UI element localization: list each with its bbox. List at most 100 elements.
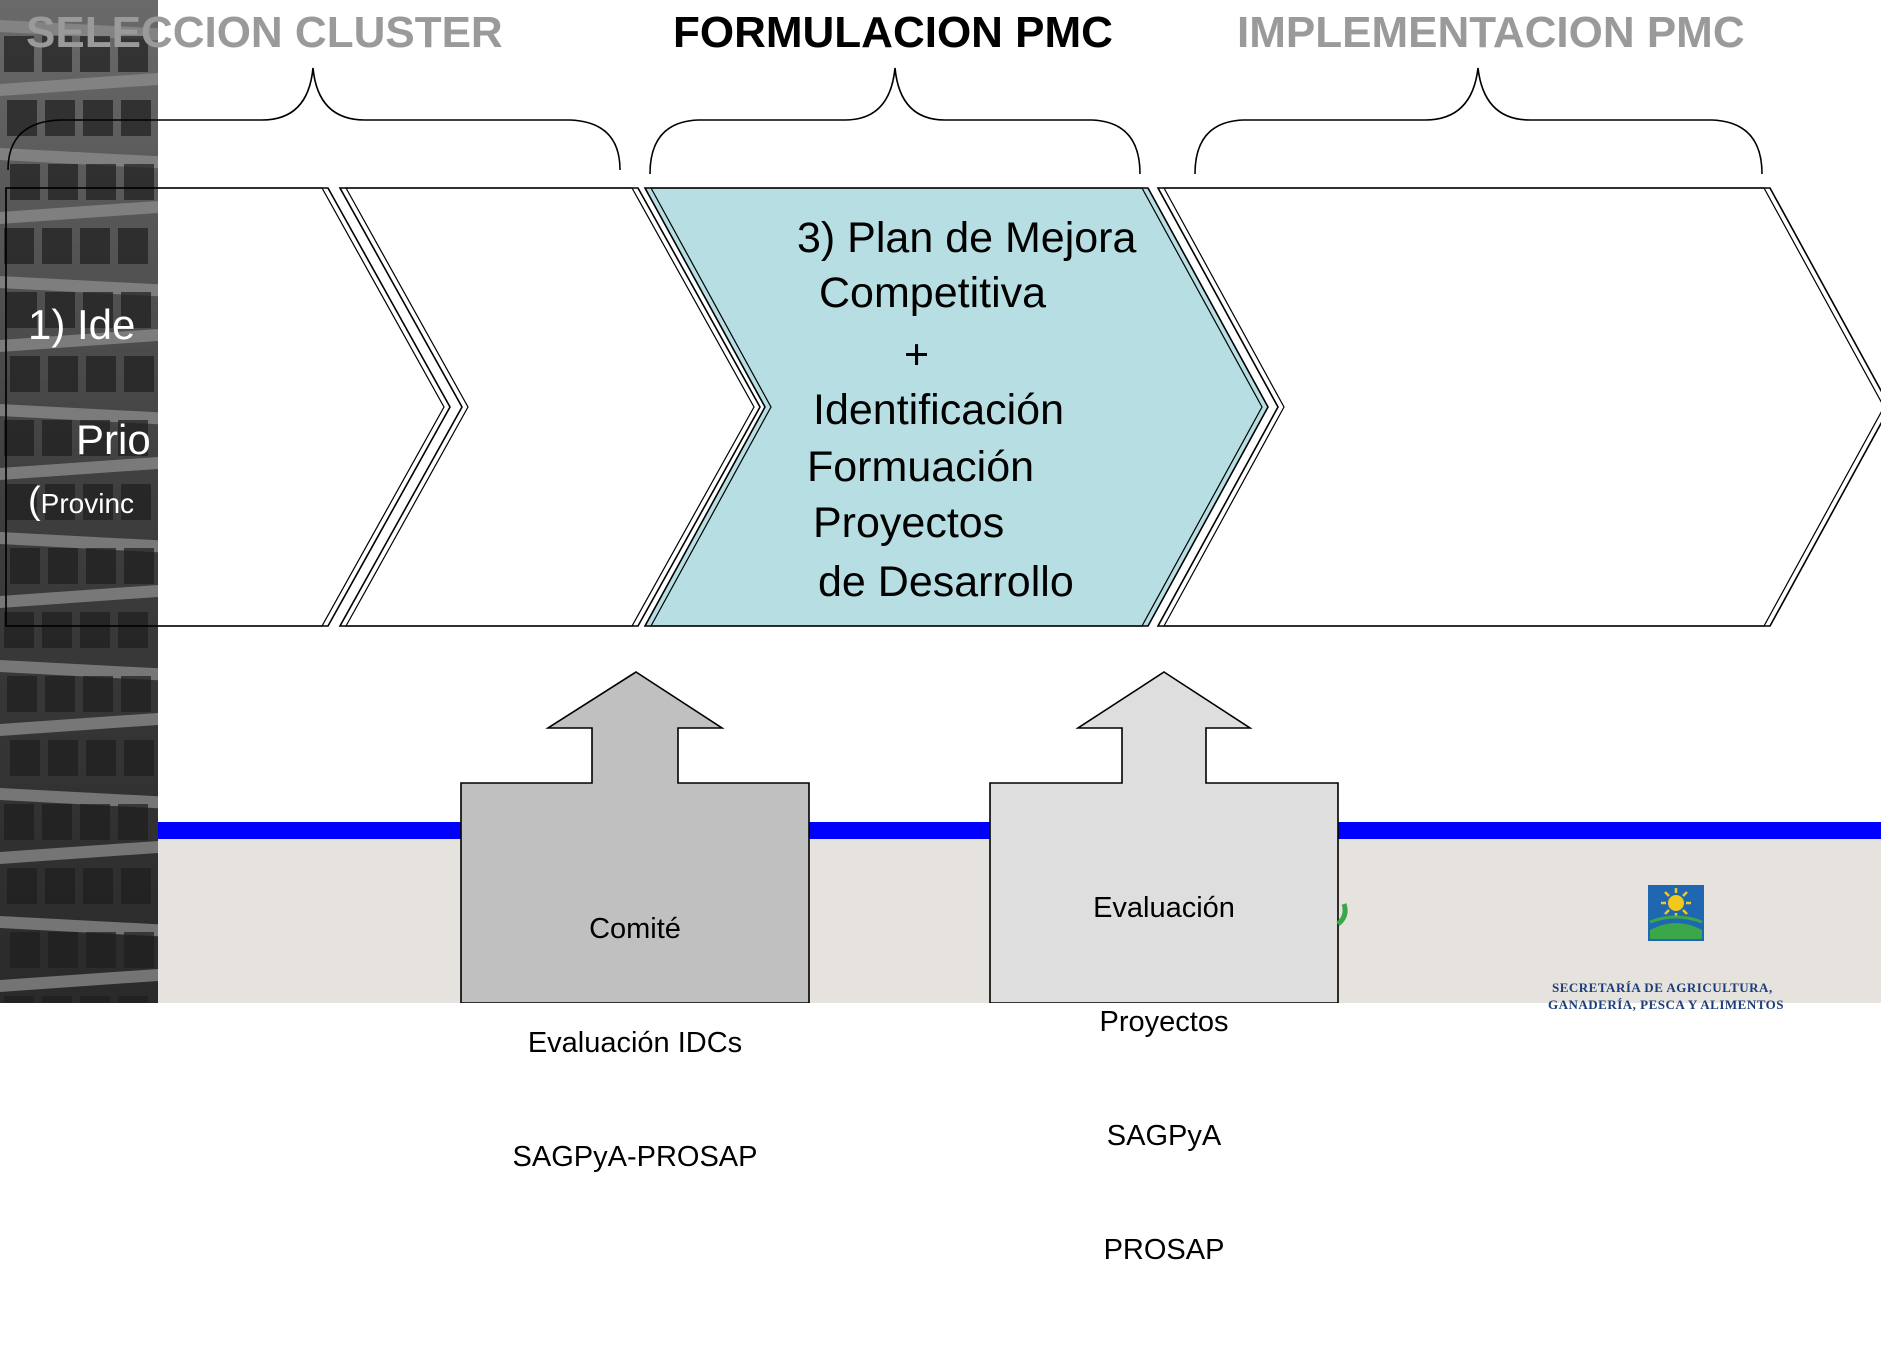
photo-box (48, 356, 78, 392)
photo-shelf (0, 712, 158, 736)
photo-shelf (0, 532, 158, 553)
step3-line5: Formuación (807, 443, 1035, 491)
step3-line1: 3) Plan de Mejora (797, 214, 1137, 262)
photo-shelf (0, 200, 158, 224)
photo-shelf (0, 456, 158, 480)
photo-shelf (0, 148, 158, 169)
photo-box (4, 804, 34, 840)
photo-box (86, 548, 116, 584)
logo-caption-line2: GANADERÍA, PESCA Y ALIMENTOS (1548, 997, 1785, 1012)
photo-shelf (0, 968, 158, 992)
photo-shelf (0, 788, 158, 809)
proyectos-line4: PROSAP (1103, 1234, 1225, 1266)
photo-box (80, 996, 110, 1003)
photo-box (83, 484, 113, 520)
proyectos-label: Evaluación Proyectos SAGPyA PROSAP (990, 813, 1338, 1345)
photo-box (124, 164, 154, 200)
step1-provinc: Provinc (40, 488, 135, 519)
photo-box (45, 484, 75, 520)
comite-line1: Comité (589, 913, 681, 945)
photo-box (42, 420, 72, 456)
warehouse-photo (0, 0, 158, 1003)
photo-box (48, 932, 78, 968)
logo-caption-line1: SECRETARÍA DE AGRICULTURA, (1552, 980, 1773, 995)
photo-box (86, 164, 116, 200)
proyectos-line1: Evaluación (1093, 892, 1235, 924)
photo-box (80, 612, 110, 648)
photo-box (42, 36, 72, 72)
photo-box (80, 36, 110, 72)
comite-label: Comité Evaluación IDCs SAGPyA-PROSAP (461, 834, 809, 1252)
photo-shelf (0, 584, 158, 608)
chevron-step-1 (5, 187, 451, 627)
photo-box (7, 292, 37, 328)
photo-box (80, 228, 110, 264)
step1-line1: 1) Ide (28, 301, 136, 348)
phase-title-formulacion: FORMULACION PMC (673, 8, 1113, 57)
process-diagram (5, 67, 1881, 1003)
step3-line4: Identificación (813, 386, 1064, 434)
photo-box (118, 612, 148, 648)
photo-box (118, 996, 148, 1003)
photo-box (7, 676, 37, 712)
photo-box (4, 36, 34, 72)
slide-canvas: SELECCION CLUSTER FORMULACION PMC IMPLEM… (0, 0, 1881, 1266)
comite-line2: Evaluación IDCs (527, 1027, 743, 1059)
photo-box (118, 228, 148, 264)
photo-box (121, 100, 151, 136)
photo-box (124, 356, 154, 392)
photo-box (118, 420, 148, 456)
photo-box (45, 868, 75, 904)
photo-box (121, 676, 151, 712)
brace-formulacion (649, 67, 1141, 175)
photo-box (10, 164, 40, 200)
step3-line6: Proyectos (813, 499, 1005, 547)
photo-box (86, 740, 116, 776)
photo-box (42, 804, 72, 840)
step3-line3: + (904, 331, 930, 379)
photo-box (118, 804, 148, 840)
brace-implementacion (1194, 67, 1763, 175)
photo-shelf (0, 20, 158, 41)
photo-box (86, 932, 116, 968)
photo-shelf (0, 660, 158, 681)
photo-box (86, 356, 116, 392)
photo-box (7, 868, 37, 904)
phase-title-seleccion: SELECCION CLUSTER (26, 8, 503, 57)
chevron-step-4 (1156, 187, 1881, 627)
photo-shelf (0, 840, 158, 864)
step3-line2: Competitiva (819, 269, 1047, 317)
photo-box (4, 420, 34, 456)
photo-box (45, 292, 75, 328)
photo-box (42, 996, 72, 1003)
photo-box (10, 548, 40, 584)
photo-shelf (0, 404, 158, 425)
photo-box (124, 740, 154, 776)
photo-shelf (0, 276, 158, 297)
proyectos-line3: SAGPyA (1106, 1120, 1222, 1152)
photo-box (48, 548, 78, 584)
photo-box (124, 932, 154, 968)
photo-box (7, 484, 37, 520)
step1-line3: (Provinc (28, 480, 158, 523)
photo-box (83, 676, 113, 712)
photo-box (83, 868, 113, 904)
photo-shelf (0, 328, 158, 352)
chevron-step-3 (643, 187, 1269, 627)
photo-box (121, 484, 151, 520)
photo-box (80, 804, 110, 840)
chevron-step-2 (338, 187, 761, 627)
step1-line2: Prio (76, 416, 151, 463)
photo-box (48, 740, 78, 776)
photo-box (48, 164, 78, 200)
evaluation-arrow-comite (460, 671, 810, 1003)
brace-seleccion (7, 67, 621, 171)
photo-box (4, 996, 34, 1003)
photo-box (45, 100, 75, 136)
proyectos-line2: Proyectos (1099, 1006, 1229, 1038)
photo-shelf (0, 916, 158, 937)
photo-box (7, 100, 37, 136)
photo-box (10, 932, 40, 968)
photo-shelf (0, 72, 158, 96)
photo-box (42, 612, 72, 648)
